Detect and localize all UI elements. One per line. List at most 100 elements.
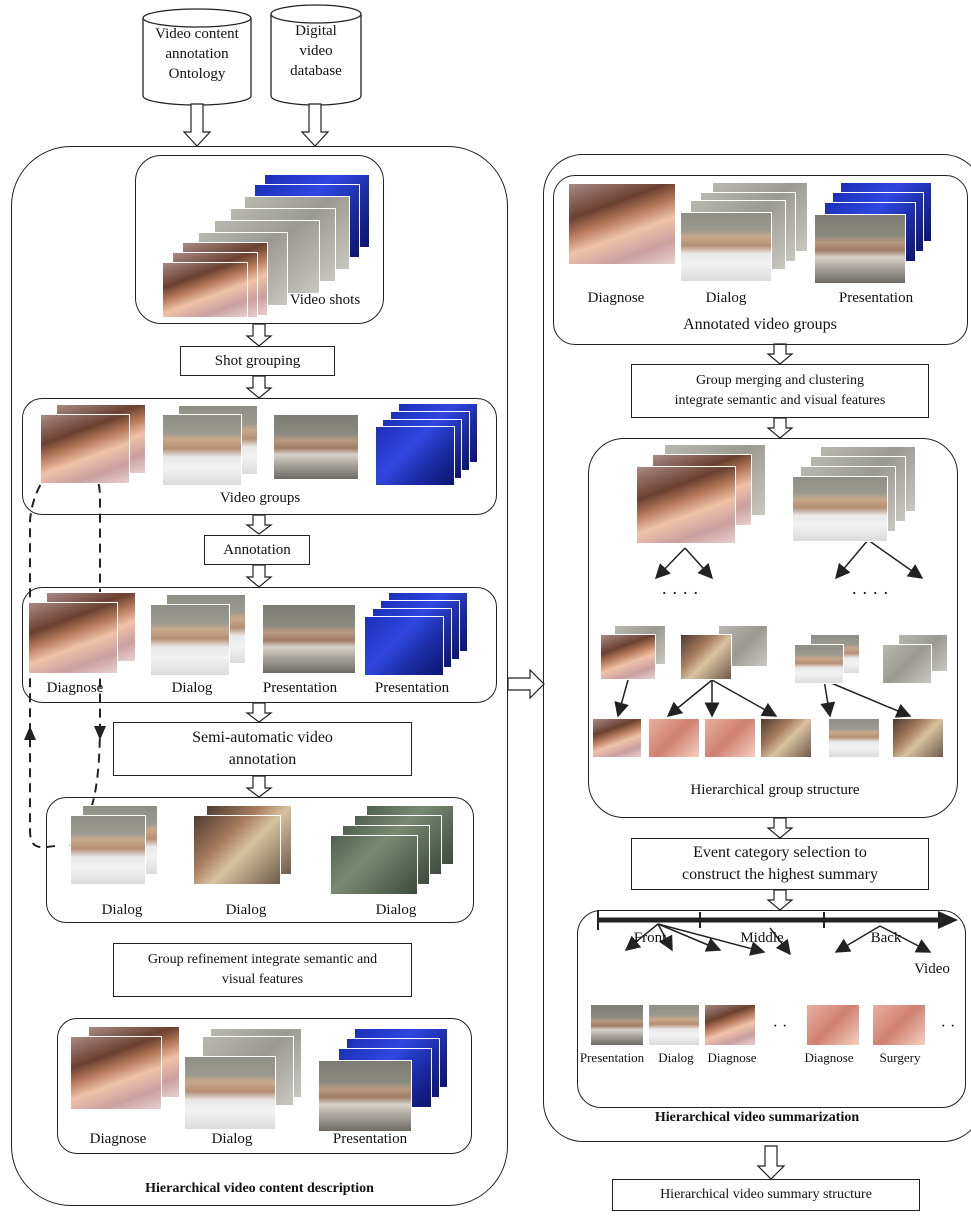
step-line: Group refinement integrate semantic and (147, 952, 378, 967)
annotated-video-groups-label: Annotated video groups (683, 316, 837, 333)
summary-label: Presentation (579, 1050, 645, 1065)
group-frame (882, 644, 932, 684)
summary-frame (704, 1004, 756, 1046)
group-frame (600, 634, 656, 680)
group-frame (648, 718, 700, 758)
group-frame (592, 718, 642, 758)
group-frame (375, 426, 455, 486)
video-groups-box (22, 398, 497, 515)
hollow-arrow (245, 323, 273, 347)
timeline-front: Front (633, 930, 667, 946)
left-panel (11, 146, 508, 1206)
summary-label: Dialog (658, 1050, 694, 1065)
final-label: Diagnose (89, 1131, 147, 1147)
group-frame (40, 414, 130, 484)
ellipsis: · · (772, 1018, 788, 1035)
group-frame (70, 1036, 162, 1110)
top-label: Diagnose (587, 290, 645, 306)
group-frame (760, 718, 812, 758)
group-refinement-step: Group refinement integrate semantic and … (113, 943, 412, 997)
ontology-line: Video content (155, 26, 239, 42)
summary-frame (806, 1004, 860, 1046)
timeline-back: Back (870, 930, 902, 946)
annotated-video-groups-box (553, 175, 968, 345)
database-cylinder (270, 4, 362, 106)
video-shots-box (135, 155, 384, 324)
summary-label: Diagnose (804, 1050, 854, 1065)
annotation-step: Annotation (204, 535, 310, 565)
step-line: visual features (221, 972, 304, 987)
group-frame (162, 414, 242, 486)
hollow-arrow (766, 817, 794, 839)
left-panel-title: Hierarchical video content description (145, 1181, 374, 1196)
group-frame (150, 604, 230, 676)
shot-frame (162, 262, 248, 318)
hierarchical-group-box (588, 438, 958, 818)
step-line: Group merging and clustering (695, 373, 865, 388)
group-frame (704, 718, 756, 758)
annotated-label: Presentation (262, 680, 338, 696)
hollow-arrow (766, 417, 794, 439)
step-line: construct the highest summary (682, 866, 878, 883)
ontology-cylinder (142, 8, 252, 106)
step-line: annotation (228, 751, 297, 768)
group-frame (330, 835, 418, 895)
dots: · · · · (851, 583, 889, 603)
group-frame (262, 604, 356, 674)
group-merging-step: Group merging and clustering integrate s… (631, 364, 929, 418)
database-line: video (299, 43, 333, 59)
final-label: Dialog (211, 1131, 253, 1147)
group-frame (892, 718, 944, 758)
group-frame (568, 183, 676, 265)
hollow-arrow (245, 564, 273, 588)
hierarchical-group-label: Hierarchical group structure (690, 782, 860, 798)
group-frame (273, 414, 359, 480)
group-frame (364, 616, 444, 676)
hollow-arrow (766, 889, 794, 911)
refined-groups-box (57, 1018, 472, 1154)
feedback-loop (29, 464, 93, 849)
summary-box (577, 910, 966, 1108)
group-frame (70, 815, 146, 885)
database-line: database (290, 63, 342, 79)
group-frame (828, 718, 880, 758)
step-line: Semi-automatic video (192, 729, 333, 746)
dialog-label: Dialog (225, 902, 267, 918)
group-frame (794, 644, 844, 684)
hollow-arrow (245, 514, 273, 535)
step-line: Event category selection to (693, 844, 867, 861)
step-line: integrate semantic and visual features (674, 393, 886, 408)
video-groups-label: Video groups (219, 490, 301, 506)
dialog-groups-box (46, 797, 474, 923)
right-panel-title: Hierarchical video summarization (654, 1110, 860, 1125)
top-label: Presentation (838, 290, 914, 306)
summary-frame (872, 1004, 926, 1046)
event-category-step: Event category selection to construct th… (631, 838, 929, 890)
dialog-label: Dialog (101, 902, 143, 918)
final-label: Presentation (332, 1131, 408, 1147)
group-frame (636, 466, 736, 544)
annotated-label: Presentation (374, 680, 450, 696)
hollow-arrow (245, 375, 273, 399)
right-panel (543, 154, 971, 1142)
video-shots-label: Video shots (289, 292, 361, 308)
hollow-arrow-right (507, 668, 545, 700)
database-label: Digital video database (271, 6, 361, 96)
output-structure-box: Hierarchical video summary structure (612, 1179, 920, 1211)
summary-label: Diagnose (707, 1050, 757, 1065)
group-frame (814, 214, 906, 284)
group-frame (28, 602, 118, 674)
dialog-label: Dialog (375, 902, 417, 918)
annotated-groups-box (22, 587, 497, 703)
group-frame (792, 476, 888, 542)
annotated-label: Dialog (171, 680, 213, 696)
summary-frame (590, 1004, 644, 1046)
ontology-line: annotation (165, 46, 229, 62)
hollow-arrow (182, 103, 212, 147)
hollow-arrow (245, 775, 273, 798)
ellipsis: · · (940, 1018, 956, 1035)
timeline-axis-label: Video (914, 961, 950, 977)
dots: · · · · (661, 583, 699, 603)
hollow-arrow (245, 702, 273, 723)
